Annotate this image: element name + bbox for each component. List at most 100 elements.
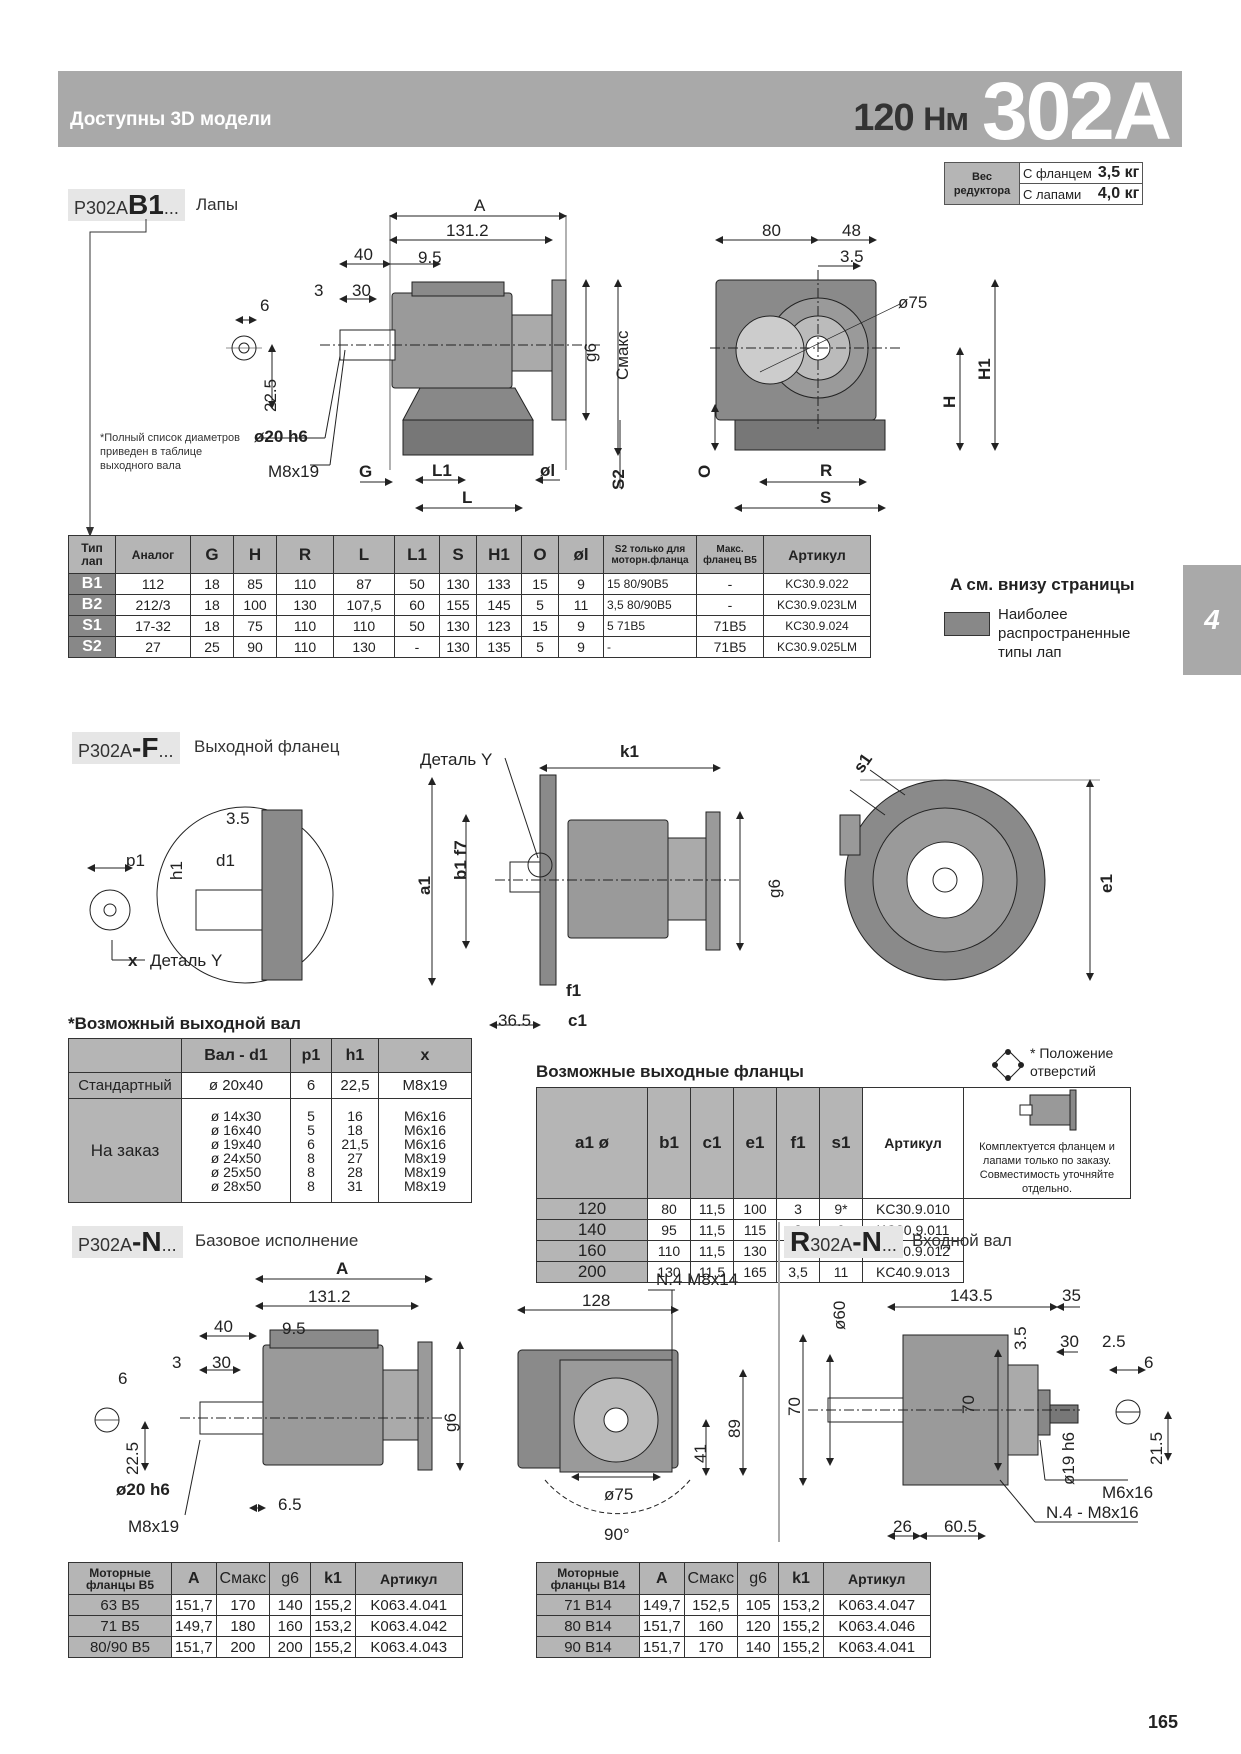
feet-type-cell: B2 xyxy=(68,594,116,616)
table-cell: 9 xyxy=(558,636,604,658)
table-cell: 27 xyxy=(115,636,191,658)
table-cell: K063.4.041 xyxy=(354,1594,463,1616)
dim-x: x xyxy=(128,951,138,970)
table-cell: 149,7 xyxy=(639,1594,685,1616)
table-cell: 155,2 xyxy=(778,1615,824,1637)
flange-a1-cell: 160 xyxy=(536,1240,648,1262)
dim-30-n: 30 xyxy=(212,1353,231,1372)
flange-table-body: 1208011,510039*KC30.9.0101409511,511539K… xyxy=(536,1198,1131,1283)
feet-type-cell: B1 xyxy=(68,573,116,595)
b1-side-dims: 80 48 3.5 ø75 H1 H O R S xyxy=(695,221,994,507)
dim-40-b1: 40 xyxy=(354,245,373,264)
table-cell: 212/3 xyxy=(115,594,191,616)
table-cell: 18 xyxy=(190,615,234,637)
shaft-order-value: 5 xyxy=(307,1121,315,1138)
dim-o75-n: ø75 xyxy=(604,1485,633,1504)
table-cell: 9 xyxy=(558,615,604,637)
dim-3-b1: 3 xyxy=(314,281,323,300)
dim-3-5-detail: 3.5 xyxy=(226,809,250,828)
f-detail-view xyxy=(87,806,334,984)
dim-70-a: 70 xyxy=(785,1397,804,1416)
section-tag-r: R302A-N... xyxy=(784,1226,903,1258)
flange-table-title: Возможные выходные фланцы xyxy=(536,1062,804,1081)
table-cell: 200 xyxy=(269,1636,312,1658)
dim-g6-n: g6 xyxy=(441,1413,460,1432)
detail-y-label: Деталь Y xyxy=(150,951,222,970)
flange-remark: Комплектуется фланцем и лапами только по… xyxy=(963,1087,1131,1199)
table-cell: 110 xyxy=(647,1240,691,1262)
table-cell: 155,2 xyxy=(310,1594,356,1616)
table-cell: 130 xyxy=(439,573,477,595)
th-b14_table-0: Моторные фланцы B14 xyxy=(536,1562,640,1595)
th-b5_table-0: Моторные фланцы B5 xyxy=(68,1562,172,1595)
table-cell: 160 xyxy=(269,1615,312,1637)
dim-6-r: 6 xyxy=(1144,1353,1153,1372)
th-p1: p1 xyxy=(290,1038,332,1073)
th-d1: Вал - d1 xyxy=(181,1038,291,1073)
dim-m6x16: M6x16 xyxy=(1102,1483,1153,1502)
table-cell: 11,5 xyxy=(690,1240,734,1262)
subtitle-3d-models[interactable]: Доступны 3D модели xyxy=(70,109,272,130)
table-cell: KC40.9.013 xyxy=(862,1261,964,1283)
shaft-order-value: 8 xyxy=(307,1163,315,1180)
table-cell: 60 xyxy=(394,594,440,616)
table-cell: 5 71B5 xyxy=(603,615,697,637)
f-front-view xyxy=(428,757,744,1029)
dim-90deg: 90° xyxy=(604,1525,630,1544)
header-banner: Доступны 3D модели 120 Нм 302A xyxy=(58,66,1182,157)
table-cell: 25 xyxy=(190,636,234,658)
table-cell: 15 xyxy=(521,615,559,637)
th-H: H xyxy=(233,535,277,574)
table-cell: 112 xyxy=(115,573,191,595)
b1-leader-line xyxy=(89,219,147,535)
th-b14_table-4: k1 xyxy=(778,1562,824,1595)
table-cell: KC30.9.022 xyxy=(763,573,871,595)
dim-3-5-side: 3.5 xyxy=(840,247,864,266)
table-cell: 180 xyxy=(215,1615,271,1637)
motor-flange-cell: 90 B14 xyxy=(536,1636,640,1658)
table-cell: KC30.9.024 xyxy=(763,615,871,637)
table-cell: K063.4.046 xyxy=(822,1615,931,1637)
dim-A-n: A xyxy=(336,1259,348,1278)
shaft-order-value: 8 xyxy=(307,1177,315,1194)
dim-h1: h1 xyxy=(167,861,186,880)
table-cell: 5 xyxy=(521,636,559,658)
table-cell: 110 xyxy=(276,615,334,637)
table-cell: 151,7 xyxy=(639,1615,685,1637)
dim-shaft-n: ø20 h6 xyxy=(116,1480,170,1499)
dim-S: S xyxy=(820,488,831,507)
shaft-order-value: ø 19x40 xyxy=(210,1135,262,1152)
motor-flange-cell: 80/90 B5 xyxy=(68,1636,172,1658)
dim-35: 35 xyxy=(1062,1286,1081,1305)
shaft-standard-label: Стандартный xyxy=(68,1072,182,1099)
shaft-order-value: M6x16 xyxy=(403,1107,447,1124)
shaft-order-value: 27 xyxy=(347,1149,363,1166)
dim-b1f7: b1 f7 xyxy=(451,840,470,880)
dim-k1: k1 xyxy=(620,742,639,761)
table-cell: KC30.9.010 xyxy=(862,1198,964,1220)
shaft-order-value: 18 xyxy=(347,1121,363,1138)
chapter-tab[interactable]: 4 xyxy=(1183,565,1241,675)
dim-o60: ø60 xyxy=(830,1301,849,1330)
table-cell: - xyxy=(394,636,440,658)
feet-type-cell: S1 xyxy=(68,615,116,637)
dim-6-b1: 6 xyxy=(260,296,269,315)
table-cell: 50 xyxy=(394,615,440,637)
dim-L1: L1 xyxy=(432,461,452,480)
table-cell: 130 xyxy=(647,1261,691,1283)
table-cell: KC30.9.023LM xyxy=(763,594,871,616)
table-cell: 130 xyxy=(439,636,477,658)
section-tag-f: P302A-F... xyxy=(72,732,180,764)
weight-feet-label: С лапами xyxy=(1018,183,1095,205)
weight-label: Вес редуктора xyxy=(944,162,1020,205)
table-cell: 90 xyxy=(233,636,277,658)
